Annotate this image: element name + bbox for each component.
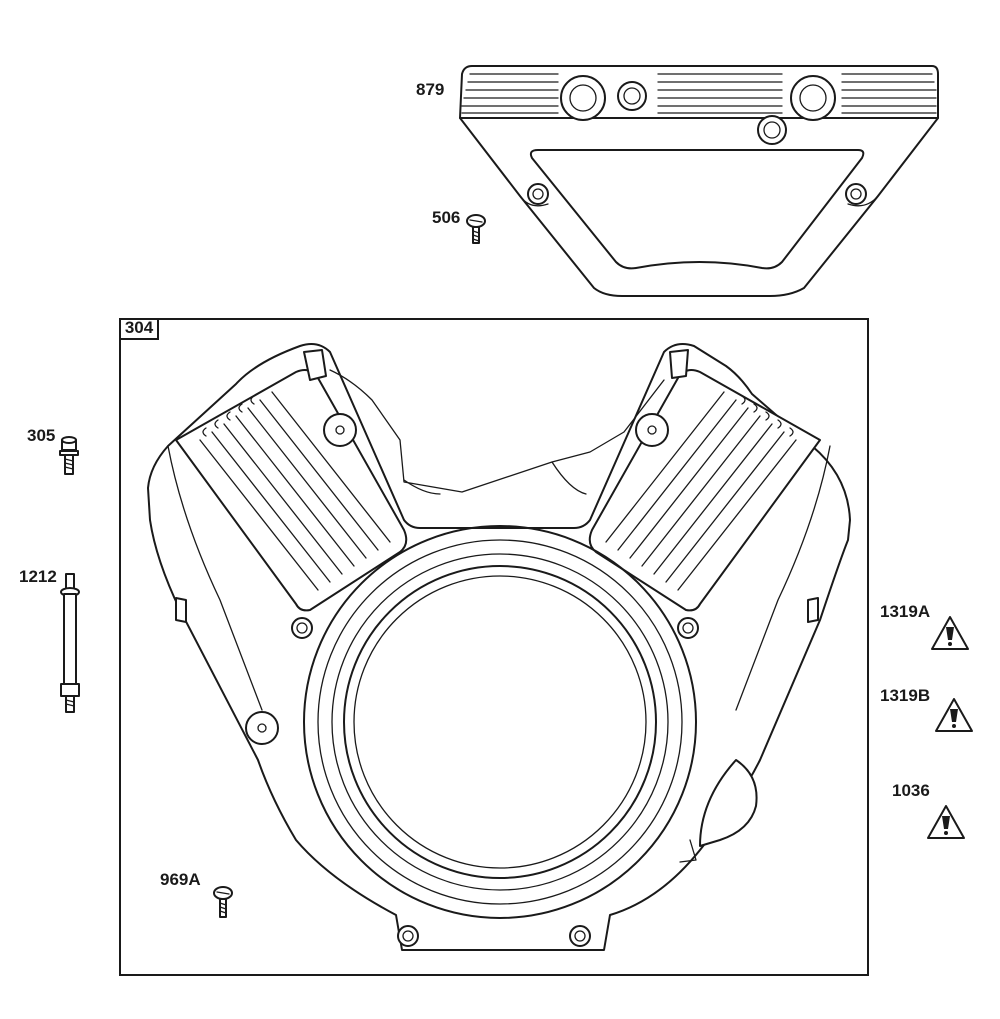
screw-969a (213, 886, 233, 918)
stud-1212 (60, 573, 80, 713)
fan-opening-ring (303, 525, 697, 919)
kit-box-label: 304 (121, 318, 159, 340)
callout-1319a: 1319A (880, 602, 931, 621)
callout-879: 879 (416, 80, 445, 99)
cover-plate-879 (459, 65, 939, 297)
screw-506 (466, 214, 486, 244)
callout-1319b: 1319B (880, 686, 931, 705)
right-cooling-fins (605, 391, 797, 591)
callout-305: 305 (27, 426, 56, 445)
warning-triangle-icon (931, 616, 969, 650)
left-cooling-fins (199, 391, 391, 591)
callout-969a: 969A (160, 870, 201, 889)
warning-triangle-icon (935, 698, 973, 732)
kit-frame-304 (119, 318, 869, 976)
bolt-305 (59, 436, 79, 475)
blower-housing-304 (147, 343, 851, 951)
callout-506: 506 (432, 208, 461, 227)
callout-1036: 1036 (892, 781, 930, 800)
callout-1212: 1212 (19, 567, 57, 586)
warning-triangle-icon (927, 805, 965, 839)
